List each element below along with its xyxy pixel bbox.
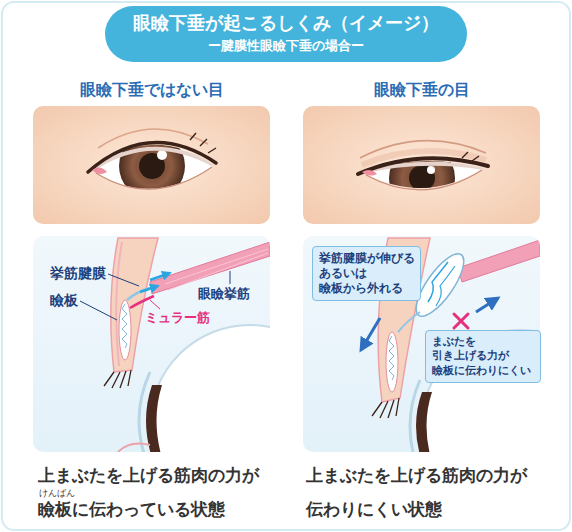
part-label: ミュラー筋 (145, 310, 210, 326)
part-label: 挙筋腱膜 (50, 265, 106, 282)
part-label: 瞼板 (50, 292, 78, 309)
state-caption: 上まぶたを上げる筋肉の力が 瞼板に伝わっている状態 (38, 458, 288, 526)
column-heading: 眼瞼下垂の目 (374, 80, 470, 99)
part-label: 眼瞼挙筋 (198, 286, 250, 302)
column-heading: 眼瞼下垂ではない目 (80, 80, 224, 99)
furigana: けんばん (39, 489, 75, 498)
subtitle: ー腱膜性眼瞼下垂の場合ー (208, 38, 364, 54)
state-caption: 上まぶたを上げる筋肉の力が 伝わりにくい状態 (306, 458, 556, 526)
callout-text: まぶたを 引き上げる力が 瞼板に伝わりにくい (432, 335, 534, 378)
callout-text: 挙筋腱膜が伸びる あるいは 瞼板から外れる (319, 251, 414, 296)
callout-box: 挙筋腱膜が伸びる あるいは 瞼板から外れる (312, 246, 421, 301)
title: 眼瞼下垂が起こるしくみ（イメージ） (133, 12, 439, 34)
callout-box: まぶたを 引き上げる力が 瞼板に伝わりにくい (425, 330, 541, 383)
